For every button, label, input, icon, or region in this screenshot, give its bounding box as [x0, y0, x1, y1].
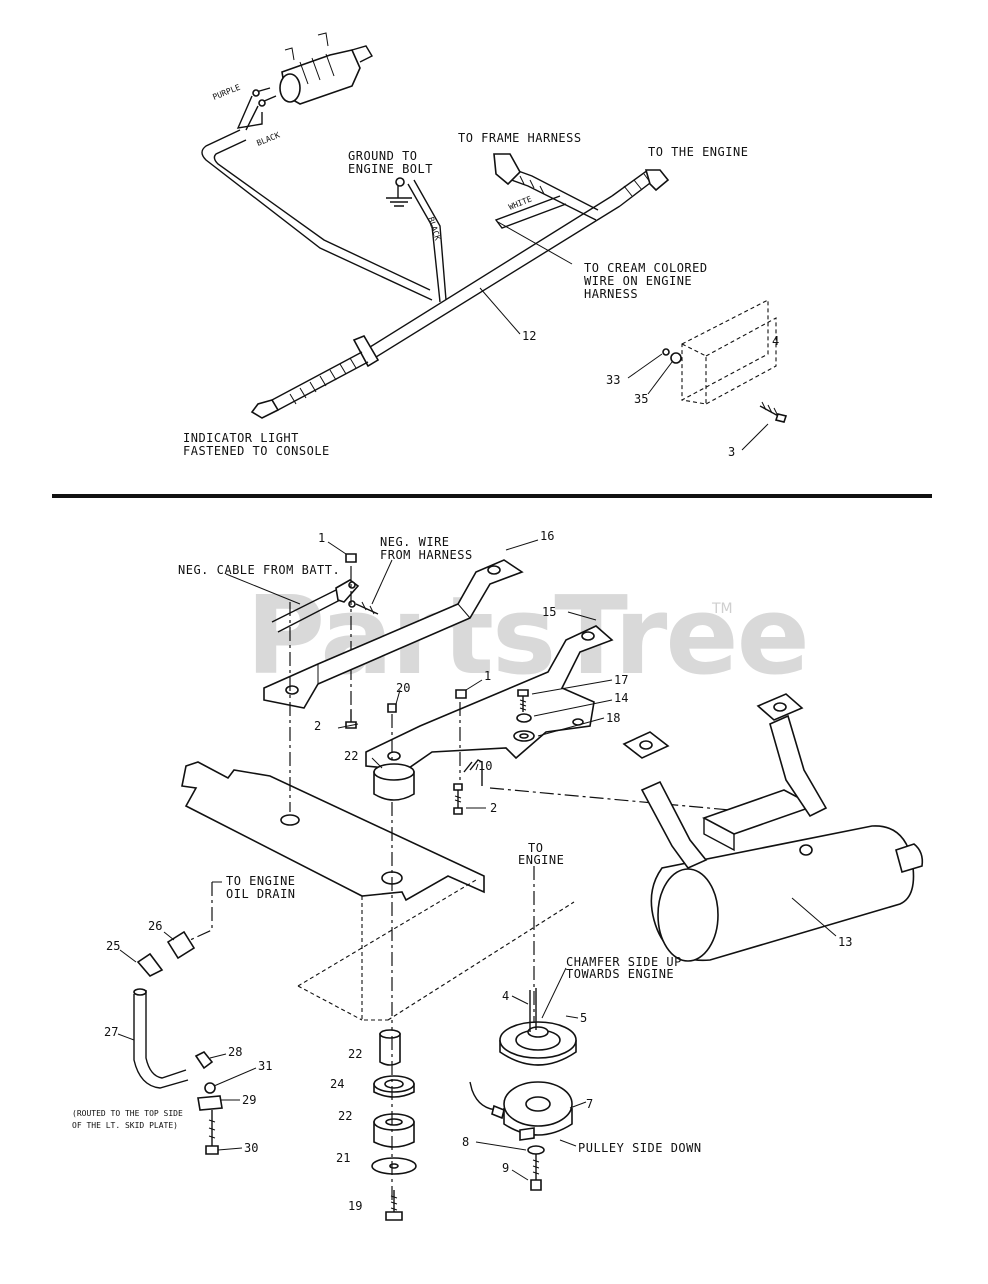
wire-label-black: BLACK [255, 130, 281, 147]
mount-stack [371, 1029, 417, 1221]
electric-clutch-7 [469, 1081, 573, 1141]
callout-2-right: 2 [490, 801, 497, 815]
callout-24: 24 [330, 1077, 344, 1091]
label-engine-oil-line2: OIL DRAIN [226, 887, 296, 901]
pulley-5 [499, 988, 577, 1066]
callout-2-left: 2 [314, 719, 321, 733]
callout-18: 18 [606, 711, 620, 725]
callout-26: 26 [148, 919, 162, 933]
callout-21: 21 [336, 1151, 350, 1165]
muffler-part [622, 693, 924, 962]
label-indicator-line1: INDICATOR LIGHT [183, 431, 299, 445]
label-to-engine-line2: ENGINE [518, 853, 564, 867]
frame-plate [181, 761, 575, 1021]
callout-13: 13 [838, 935, 852, 949]
callout-8: 8 [462, 1135, 469, 1149]
callout-30: 30 [244, 1141, 258, 1155]
label-chamfer-line1: CHAMFER SIDE UP [566, 955, 682, 969]
label-neg-wire-line2: FROM HARNESS [380, 548, 473, 562]
callout-1-left: 1 [318, 531, 325, 545]
callout-12: 12 [522, 329, 536, 343]
callout-28: 28 [228, 1045, 242, 1059]
oil-drain-hose [133, 882, 223, 1155]
label-neg-cable: NEG. CABLE FROM BATT. [178, 563, 340, 577]
callout-15: 15 [542, 605, 556, 619]
callout-10: 10 [478, 759, 492, 773]
callout-27: 27 [104, 1025, 118, 1039]
watermark-tm: TM [711, 601, 733, 617]
callout-20: 20 [396, 681, 410, 695]
callout-5: 5 [580, 1011, 587, 1025]
label-pulley-side-down: PULLEY SIDE DOWN [578, 1141, 702, 1155]
callout-3: 3 [728, 445, 735, 459]
mounting-block-part [662, 299, 788, 423]
callout-1-right: 1 [484, 669, 491, 683]
wire-harness-section: PURPLE BLACK [183, 32, 788, 459]
label-chamfer-line2: TOWARDS ENGINE [566, 967, 674, 981]
callout-9: 9 [502, 1161, 509, 1175]
callout-31: 31 [258, 1059, 272, 1073]
callout-14: 14 [614, 691, 628, 705]
label-cream-line2: WIRE ON ENGINE [584, 274, 692, 288]
callout-4-bottom: 4 [502, 989, 509, 1003]
callout-25: 25 [106, 939, 120, 953]
label-cream-line3: HARNESS [584, 287, 638, 301]
label-indicator-line2: FASTENED TO CONSOLE [183, 444, 330, 458]
engine-bracket-15 [365, 625, 614, 771]
ground-icon [386, 177, 412, 207]
callout-35: 35 [634, 392, 648, 406]
wire-harness-part [201, 95, 670, 419]
label-to-engine-line1: TO [528, 841, 543, 855]
callout-7: 7 [586, 1097, 593, 1111]
label-to-the-engine: TO THE ENGINE [648, 145, 748, 159]
label-engine-bolt: ENGINE BOLT [348, 162, 433, 176]
bolt-17-washers [513, 689, 535, 742]
label-engine-oil-line1: TO ENGINE [226, 874, 296, 888]
rubber-mount-22 [373, 763, 415, 801]
callout-33: 33 [606, 373, 620, 387]
callout-22-sleeve: 22 [348, 1047, 362, 1061]
label-ground-to: GROUND TO [348, 149, 418, 163]
callout-16: 16 [540, 529, 554, 543]
wire-label-black-2: BLACK [426, 216, 442, 242]
label-routed-line2: OF THE LT. SKID PLATE) [72, 1121, 178, 1130]
wire-label-purple: PURPLE [211, 83, 241, 102]
label-to-frame-harness: TO FRAME HARNESS [458, 131, 582, 145]
callout-22-upper: 22 [344, 749, 358, 763]
solenoid-part [252, 32, 373, 107]
label-neg-wire-line1: NEG. WIRE [380, 535, 450, 549]
engine-bracket-16 [263, 559, 524, 709]
callout-29: 29 [242, 1093, 256, 1107]
section-divider [52, 494, 932, 498]
bolt-2-clip-10 [453, 759, 483, 815]
callout-19: 19 [348, 1199, 362, 1213]
callout-17: 17 [614, 673, 628, 687]
engine-mount-section: NEG. CABLE FROM BATT. NEG. WIRE FROM HAR… [72, 529, 924, 1221]
callout-22-lower: 22 [338, 1109, 352, 1123]
wire-label-white: WHITE [507, 194, 533, 211]
label-routed-line1: (ROUTED TO THE TOP SIDE [72, 1109, 183, 1118]
callout-4-top: 4 [772, 334, 779, 348]
label-cream-line1: TO CREAM COLORED [584, 261, 708, 275]
